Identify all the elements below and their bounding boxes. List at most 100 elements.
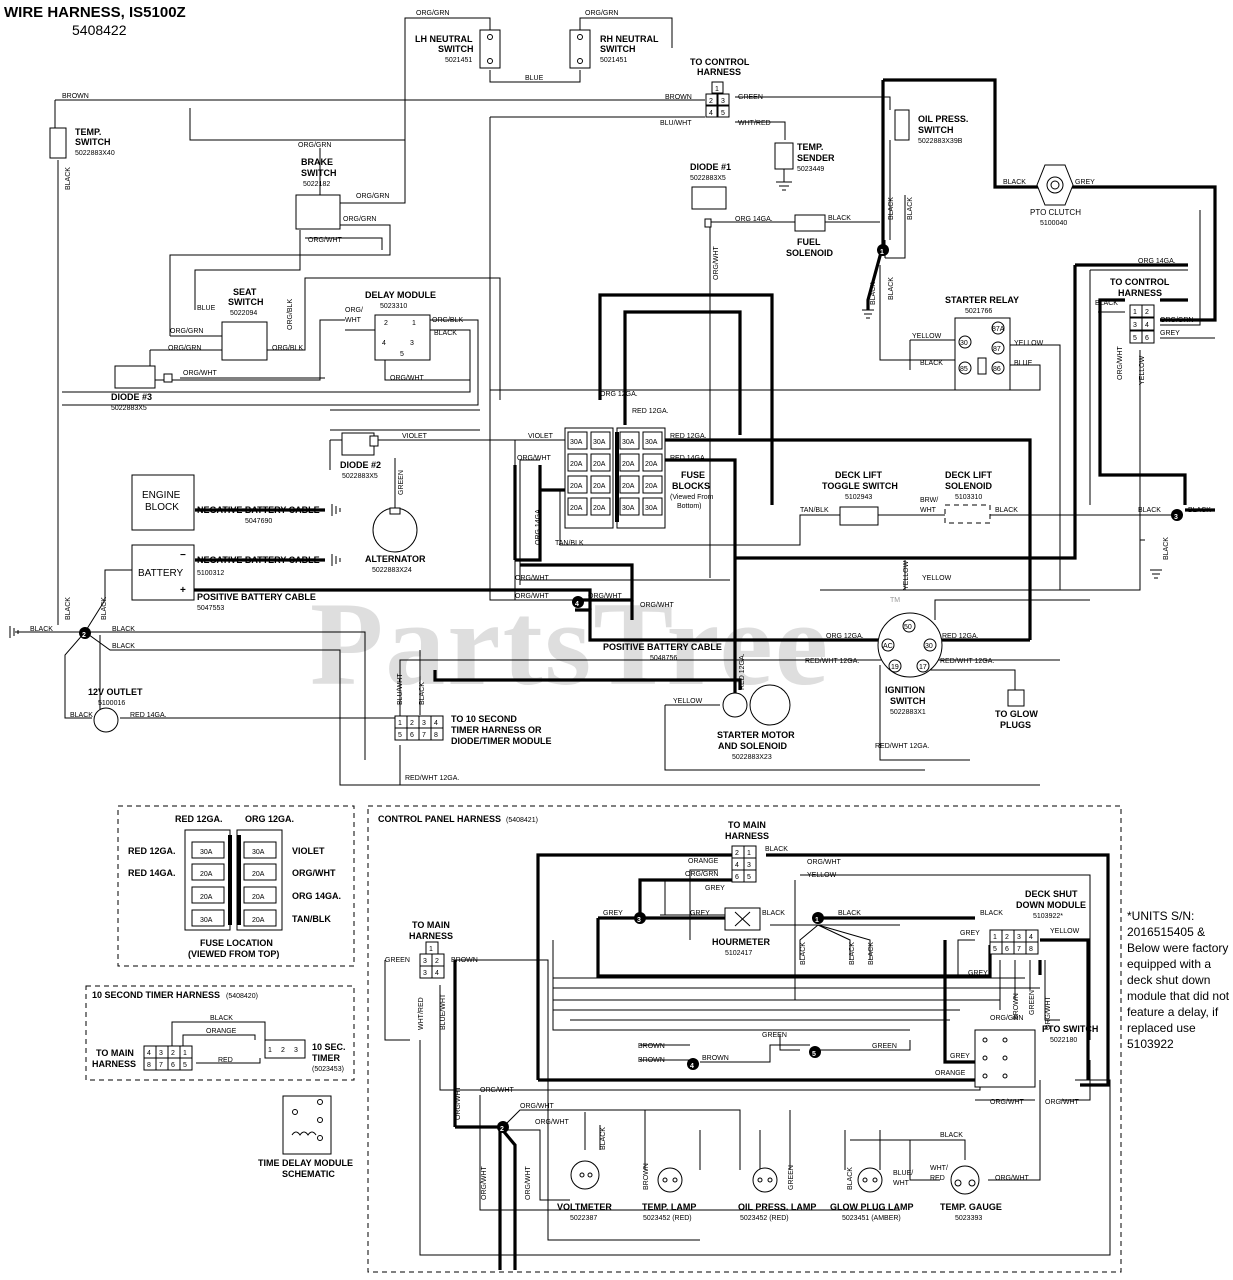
pin-number: 5: [747, 874, 751, 881]
pin-number: 1: [398, 720, 402, 727]
fuse-rating: 20A: [593, 461, 606, 468]
svg-text:86: 86: [993, 366, 1001, 373]
svg-text:ORG/WHT: ORG/WHT: [517, 455, 552, 462]
svg-text:SWITCH: SWITCH: [438, 44, 474, 54]
svg-text:ORG/: ORG/: [345, 307, 363, 314]
alternator: ALTERNATOR 5022883X24: [365, 507, 426, 574]
svg-text:5100016: 5100016: [98, 700, 125, 707]
svg-text:POSITIVE BATTERY CABLE: POSITIVE BATTERY CABLE: [603, 642, 722, 652]
pin-number: 2: [1005, 934, 1009, 941]
svg-text:IGNITION: IGNITION: [885, 685, 925, 695]
control-harness-connector-top: TO CONTROL HARNESS 1 2 3 4 5: [690, 57, 750, 118]
fuse-cell: [590, 475, 611, 494]
svg-text:ORG/WHT: ORG/WHT: [1045, 1099, 1080, 1106]
fuse-rating: 20A: [593, 505, 606, 512]
svg-text:RED/WHT 12GA.: RED/WHT 12GA.: [805, 658, 859, 665]
pto-terminal: [982, 1037, 988, 1043]
svg-text:FUSE LOCATION: FUSE LOCATION: [200, 938, 273, 948]
svg-text:BATTERY: BATTERY: [138, 568, 184, 579]
svg-text:BLOCKS: BLOCKS: [672, 481, 710, 491]
svg-text:GREY: GREY: [1160, 330, 1180, 337]
svg-text:TO CONTROL: TO CONTROL: [690, 57, 750, 67]
svg-text:(VIEWED FROM TOP): (VIEWED FROM TOP): [188, 949, 279, 959]
wire-label: WHT/RED: [738, 120, 771, 127]
pin-number: 4: [434, 720, 438, 727]
fuse-rating: 30A: [200, 917, 213, 924]
svg-text:BROWN: BROWN: [638, 1043, 665, 1050]
svg-text:17: 17: [919, 664, 927, 671]
svg-text:4: 4: [709, 110, 713, 117]
svg-text:BLACK: BLACK: [1003, 179, 1026, 186]
connector-pin: [431, 965, 445, 979]
pin-number: 6: [735, 874, 739, 881]
fuse-rating: 20A: [570, 505, 583, 512]
svg-text:HARNESS: HARNESS: [1118, 288, 1162, 298]
svg-text:BLACK: BLACK: [70, 712, 93, 719]
svg-text:GLOW PLUG LAMP: GLOW PLUG LAMP: [830, 1202, 914, 1212]
pin-number: 3: [747, 862, 751, 869]
pin-number: 6: [1005, 946, 1009, 953]
svg-text:NEGATIVE BATTERY CABLE: NEGATIVE BATTERY CABLE: [197, 505, 320, 515]
fuse-cell: [567, 475, 588, 494]
wire-label: GREEN: [738, 94, 763, 101]
fuse-rating: 30A: [645, 439, 658, 446]
svg-text:12V OUTLET: 12V OUTLET: [88, 687, 143, 697]
svg-text:TO GLOW: TO GLOW: [995, 709, 1038, 719]
connector-pin: [179, 1057, 193, 1071]
svg-text:AC: AC: [883, 643, 893, 650]
svg-text:ALTERNATOR: ALTERNATOR: [365, 554, 426, 564]
svg-text:FUSE: FUSE: [681, 470, 705, 480]
thick-wires: [170, 78, 1217, 695]
svg-text:DIODE #3: DIODE #3: [111, 392, 152, 402]
pin-number: 1: [183, 1050, 187, 1057]
pin-number: 4: [435, 970, 439, 977]
svg-text:ORG/WHT: ORG/WHT: [308, 237, 343, 244]
svg-text:ORG/WHT: ORG/WHT: [525, 1165, 532, 1200]
svg-text:BLACK: BLACK: [65, 167, 72, 190]
wire-label: BLACK: [112, 626, 135, 633]
svg-text:ORG 12GA.: ORG 12GA.: [600, 391, 638, 398]
fuse-rating: 30A: [622, 439, 635, 446]
svg-text:1: 1: [815, 917, 819, 924]
svg-text:(Viewed From: (Viewed From: [670, 494, 714, 501]
svg-text:ORG/GRN: ORG/GRN: [343, 216, 376, 223]
pin-number: 1: [747, 850, 751, 857]
svg-text:BROWN: BROWN: [643, 1163, 650, 1190]
svg-text:DELAY MODULE: DELAY MODULE: [365, 290, 436, 300]
svg-text:OIL PRESS. LAMP: OIL PRESS. LAMP: [738, 1202, 816, 1212]
svg-text:DECK LIFT: DECK LIFT: [945, 470, 992, 480]
pin-number: 2: [410, 720, 414, 727]
svg-text:GREEN: GREEN: [398, 470, 405, 495]
svg-text:5022387: 5022387: [570, 1215, 597, 1222]
svg-text:ORG/GRN: ORG/GRN: [168, 345, 201, 352]
svg-text:5023449: 5023449: [797, 166, 824, 173]
fuse-cell: [642, 431, 663, 450]
pin-number: 4: [147, 1050, 151, 1057]
ignition-switch: 50 AC 30 19 17 IGNITION SWITCH 5022883X1…: [805, 612, 994, 750]
svg-text:5021451: 5021451: [600, 57, 627, 64]
svg-text:5023310: 5023310: [380, 303, 407, 310]
svg-text:RED 14GA.: RED 14GA.: [128, 868, 176, 878]
svg-text:30: 30: [925, 643, 933, 650]
svg-text:5: 5: [721, 110, 725, 117]
svg-text:DIODE #1: DIODE #1: [690, 162, 731, 172]
wire-label: YELLOW: [903, 560, 910, 590]
svg-text:TEMP.: TEMP.: [797, 142, 823, 152]
fuse-rating: 30A: [252, 849, 265, 856]
svg-text:TEMP. GAUGE: TEMP. GAUGE: [940, 1202, 1002, 1212]
wire-label: ORG/WHT: [588, 593, 623, 600]
svg-text:NEGATIVE BATTERY CABLE: NEGATIVE BATTERY CABLE: [197, 555, 320, 565]
svg-text:BROWN: BROWN: [638, 1057, 665, 1064]
svg-text:BLACK: BLACK: [419, 682, 426, 705]
trademark: TM: [890, 597, 900, 604]
svg-text:BLACK: BLACK: [434, 330, 457, 337]
svg-text:TEMP.: TEMP.: [75, 127, 101, 137]
svg-text:VIOLET: VIOLET: [402, 433, 428, 440]
svg-text:ORG/BLK: ORG/BLK: [287, 299, 294, 330]
fuse-cell: [243, 909, 277, 927]
svg-text:BLACK: BLACK: [920, 360, 943, 367]
svg-text:TO CONTROL: TO CONTROL: [1110, 277, 1170, 287]
svg-text:5: 5: [1133, 335, 1137, 342]
svg-text:RED/WHT 12GA.: RED/WHT 12GA.: [405, 775, 459, 782]
pin-number: 2: [435, 958, 439, 965]
